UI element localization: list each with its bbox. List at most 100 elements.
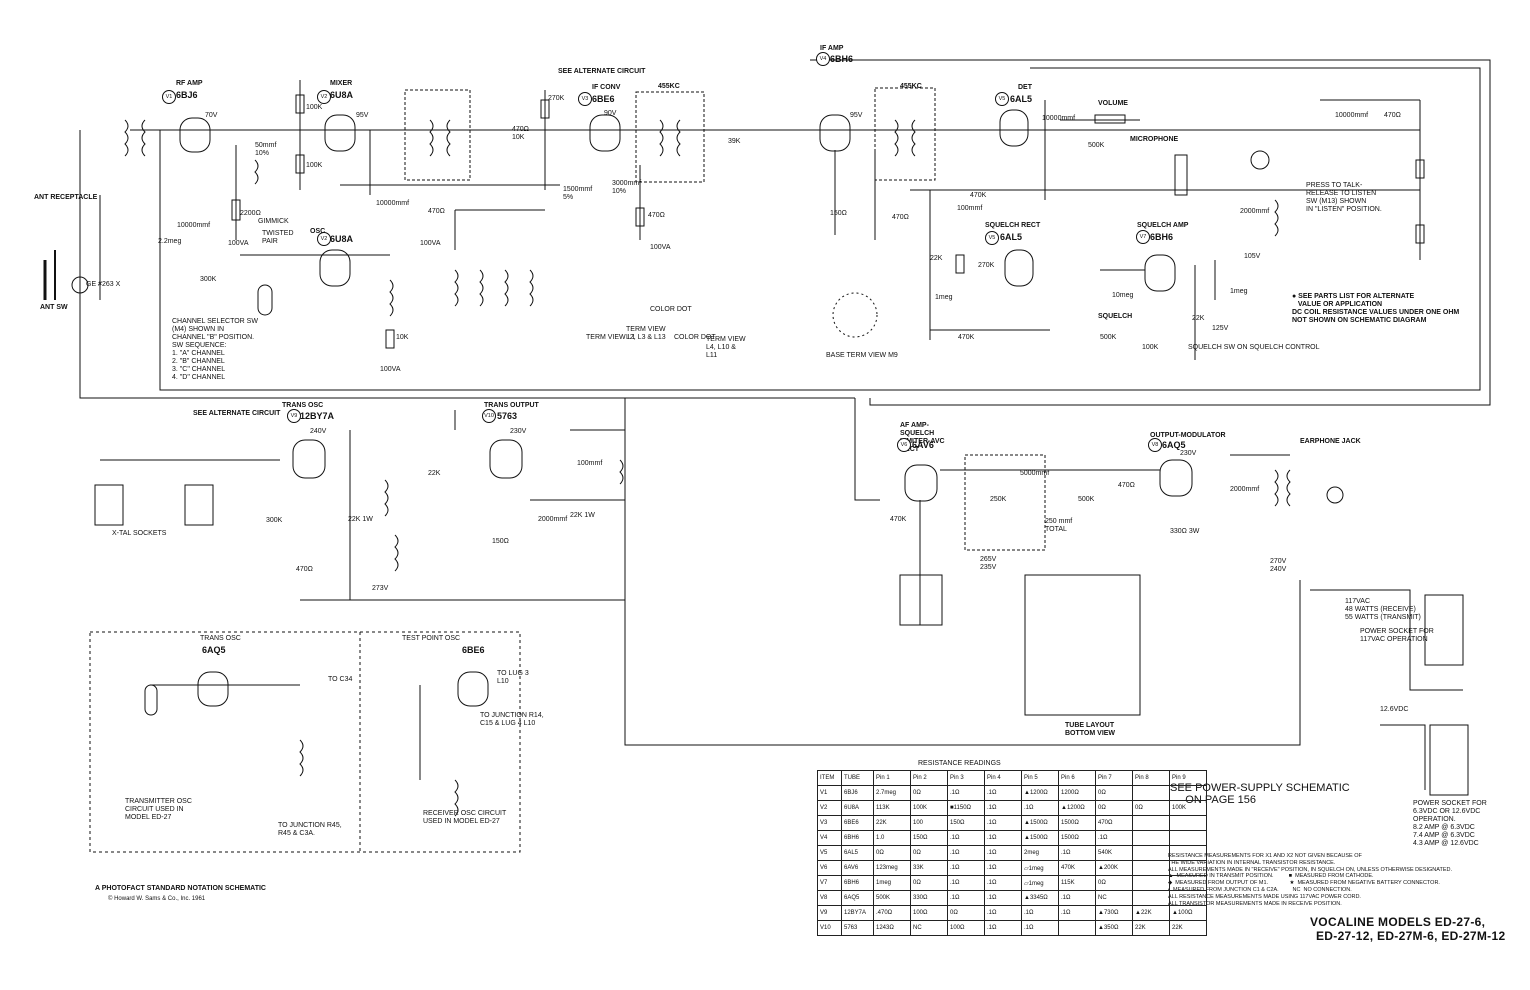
r8-value: 100K [306, 162, 323, 169]
twisted-pair-label: TWISTED PAIR [262, 230, 294, 245]
c31-value: 5000mmf [1020, 470, 1050, 477]
if-conv-tube: 6BE6 [592, 94, 615, 104]
table-cell: 470K [1058, 860, 1096, 876]
table-cell: ▲22K [1132, 905, 1170, 921]
channel-selector-note: CHANNEL SELECTOR SW (M4) SHOWN IN CHANNE… [172, 318, 258, 381]
c23-value: 10000mmf [1042, 115, 1076, 122]
table-cell [1169, 890, 1207, 906]
table-header-cell: Pin 4 [984, 770, 1022, 786]
table-cell [1169, 830, 1207, 846]
gimmick-label: GIMMICK [258, 218, 289, 225]
r35-value: 1meg [1230, 288, 1248, 295]
r38-value: 470Ω [1118, 482, 1135, 489]
tube-ref-v4: V4 [816, 52, 830, 66]
table-cell: NC [1095, 890, 1133, 906]
r6-value: 100K [306, 104, 323, 111]
term-view-l2-label: TERM VIEW L2, L3 & L13 [626, 326, 666, 341]
tube-ref-v5-squelch: V5 [985, 231, 999, 245]
r7-value: 470Ω [428, 208, 445, 215]
table-cell: V4 [817, 830, 842, 846]
c40-value: 2000mmf [538, 516, 568, 523]
r42-value: 22K 1W [570, 512, 595, 519]
alt-rcv-osc-title: TEST POINT OSC [402, 635, 461, 642]
table-cell: ▲1500Ω [1021, 830, 1059, 846]
table-cell: 470Ω [1095, 815, 1133, 831]
squelch-amp-tube: 6BH6 [1150, 232, 1174, 242]
squelch-amp-title: SQUELCH AMP [1137, 222, 1189, 229]
c15-value: 10000mmf [376, 200, 410, 207]
squelch-sw-label: SQUELCH SW ON SQUELCH CONTROL [1188, 344, 1320, 351]
table-cell: .1Ω [984, 830, 1022, 846]
table-cell: 0Ω [873, 845, 911, 861]
tube-ref-v7: V7 [1136, 230, 1150, 244]
volume-label: VOLUME [1098, 100, 1128, 107]
table-cell: .1Ω [947, 875, 985, 891]
table-cell: 6BE6 [841, 815, 874, 831]
dc-240v: 240V [1270, 566, 1287, 573]
r33-value: 100K [1142, 344, 1159, 351]
r26-value: 270K [978, 262, 995, 269]
trans-osc-tube: 12BY7A [300, 411, 335, 421]
table-cell: ▲100Ω [1169, 905, 1207, 921]
v2-plate-voltage: 95V [356, 112, 369, 119]
table-cell: 1meg [873, 875, 911, 891]
r15-value: 39K [728, 138, 741, 145]
r14-value: 470Ω 10K [512, 126, 529, 141]
earphone-jack-label: EARPHONE JACK [1300, 438, 1361, 445]
table-cell: .1Ω [984, 800, 1022, 816]
tube-ref-v9: V9 [287, 409, 301, 423]
table-cell: .1Ω [1058, 845, 1096, 861]
af-amp-tube: 6AV6 [912, 440, 934, 450]
table-header-cell: Pin 1 [873, 770, 911, 786]
table-cell: 0Ω [1132, 800, 1170, 816]
table-cell: 115K [1058, 875, 1096, 891]
table-cell: 22K [1132, 920, 1170, 936]
power-dc-label: POWER SOCKET FOR 6.3VDC OR 12.6VDC OPERA… [1413, 800, 1487, 847]
base-term-view-label: BASE TERM VIEW M9 [826, 352, 898, 359]
squelch-rect-title: SQUELCH RECT [985, 222, 1041, 229]
table-cell: ▲200K [1095, 860, 1133, 876]
table-cell: .1Ω [1021, 800, 1059, 816]
v126-label: 12.6VDC [1380, 706, 1409, 713]
det-title: DET [1018, 84, 1032, 91]
tube-ref-v2: V2 [317, 90, 331, 104]
table-cell: 1200Ω [1058, 785, 1096, 801]
table-cell: 12BY7A [841, 905, 874, 921]
table-cell: ▲3345Ω [1021, 890, 1059, 906]
r1-value: 2200Ω [240, 210, 261, 217]
copyright-label: © Howard W. Sams & Co., Inc. 1961 [108, 896, 206, 902]
table-cell: .1Ω [1095, 830, 1133, 846]
r2-value: 2.2meg [158, 238, 182, 245]
table-cell: V3 [817, 815, 842, 831]
resistance-table-title: RESISTANCE READINGS [918, 760, 1001, 767]
table-cell: .1Ω [1021, 905, 1059, 921]
output-mod-title: OUTPUT-MODULATOR [1150, 432, 1226, 439]
resistance-notes: RESISTANCE MEASUREMENTS FOR X1 AND X2 NO… [1168, 853, 1453, 907]
table-cell: 0Ω [1095, 785, 1133, 801]
table-cell [1132, 860, 1170, 876]
tube-ref-v1: V1 [162, 90, 176, 104]
table-cell [1169, 845, 1207, 861]
rf-amp-tube: 6BJ6 [176, 90, 198, 100]
table-cell: .1Ω [947, 785, 985, 801]
table-cell: 0Ω [947, 905, 985, 921]
table-cell: NC [910, 920, 948, 936]
table-cell: .1Ω [947, 830, 985, 846]
see-alternate-circuit-label-2: SEE ALTERNATE CIRCUIT [193, 410, 281, 417]
table-cell: 0Ω [1095, 800, 1133, 816]
table-header-cell: Pin 3 [947, 770, 985, 786]
power-117-label: 117VAC 48 WATTS (RECEIVE) 55 WATTS (TRAN… [1345, 598, 1421, 621]
r43-value: 150Ω [492, 538, 509, 545]
table-cell: 0Ω [910, 785, 948, 801]
table-cell: .1Ω [984, 845, 1022, 861]
r9-value: 300K [200, 276, 217, 283]
table-cell: 1500Ω [1058, 830, 1096, 846]
r20-value: 1meg [935, 294, 953, 301]
